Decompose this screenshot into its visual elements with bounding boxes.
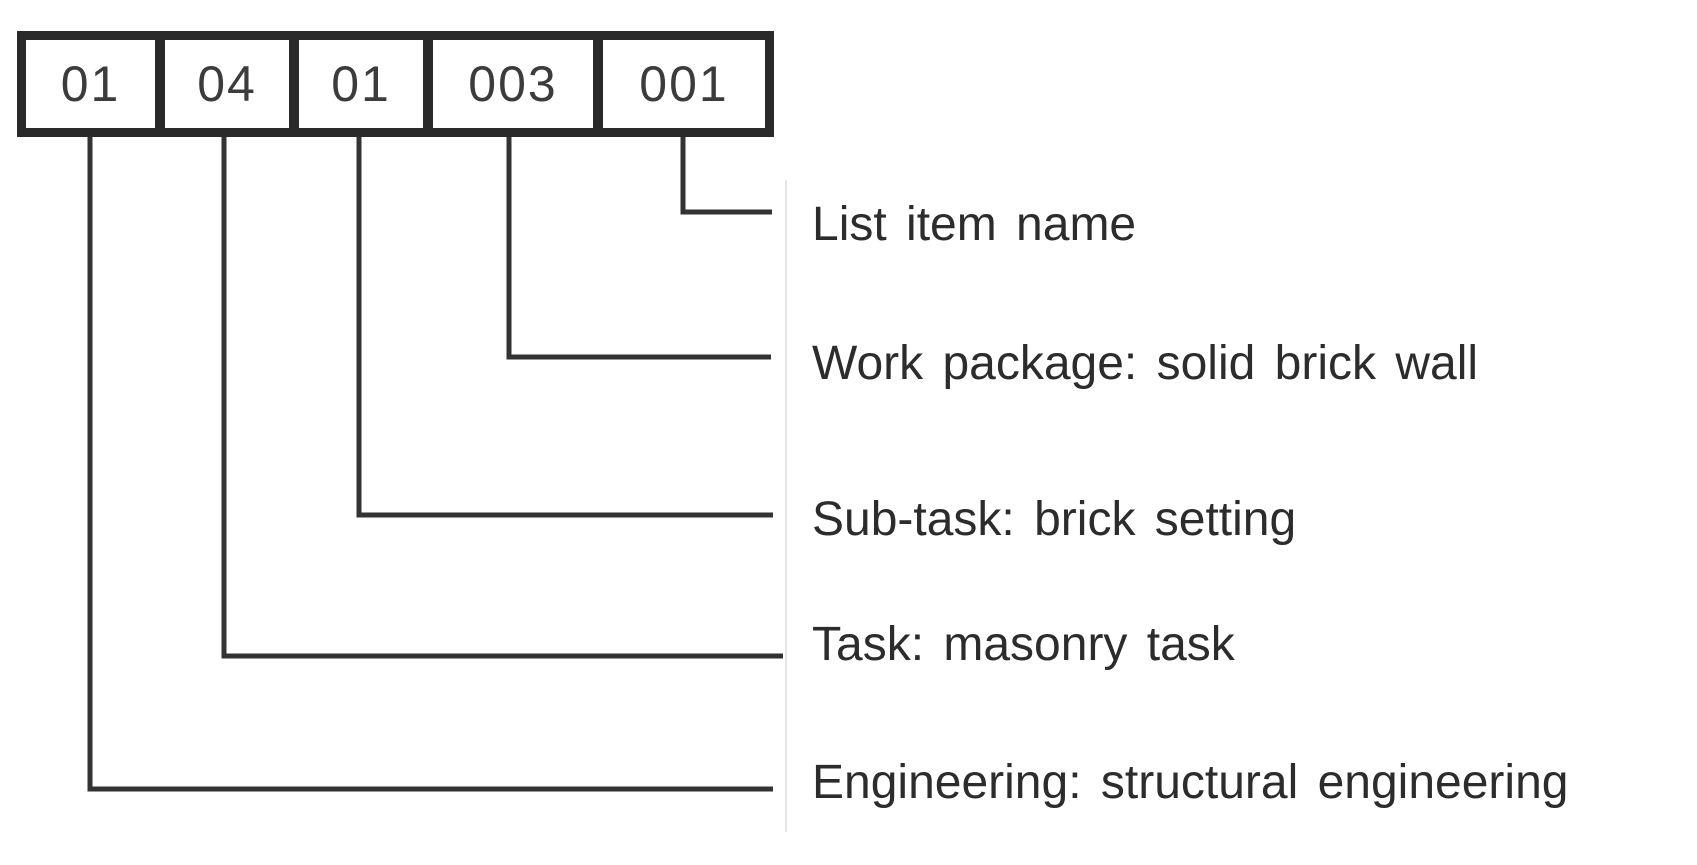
code-value-work-package: 003 [468,56,558,112]
connector-engineering [87,133,773,792]
code-box-subtask: 01 [294,35,428,133]
connector-list-item [680,133,772,215]
label-sub-task: Sub-task: brick setting [812,493,1297,546]
connector-subtask [356,133,773,518]
label-work-package: Work package: solid brick wall [812,337,1479,390]
code-value-list-item: 001 [639,56,729,112]
code-box-row: 01 04 01 003 001 [17,31,774,137]
code-box-engineering: 01 [21,35,160,133]
code-value-engineering: 01 [60,56,121,112]
code-box-list-item: 001 [598,35,770,133]
code-value-subtask: 01 [331,56,391,112]
label-task: Task: masonry task [812,618,1235,671]
label-engineering: Engineering: structural engineering [812,756,1569,809]
connector-work-package [506,133,771,360]
code-value-task: 04 [197,56,257,112]
code-box-work-package: 003 [428,35,598,133]
code-box-task: 04 [160,35,294,133]
label-list-item-name: List item name [812,198,1137,251]
connector-task [221,133,783,659]
